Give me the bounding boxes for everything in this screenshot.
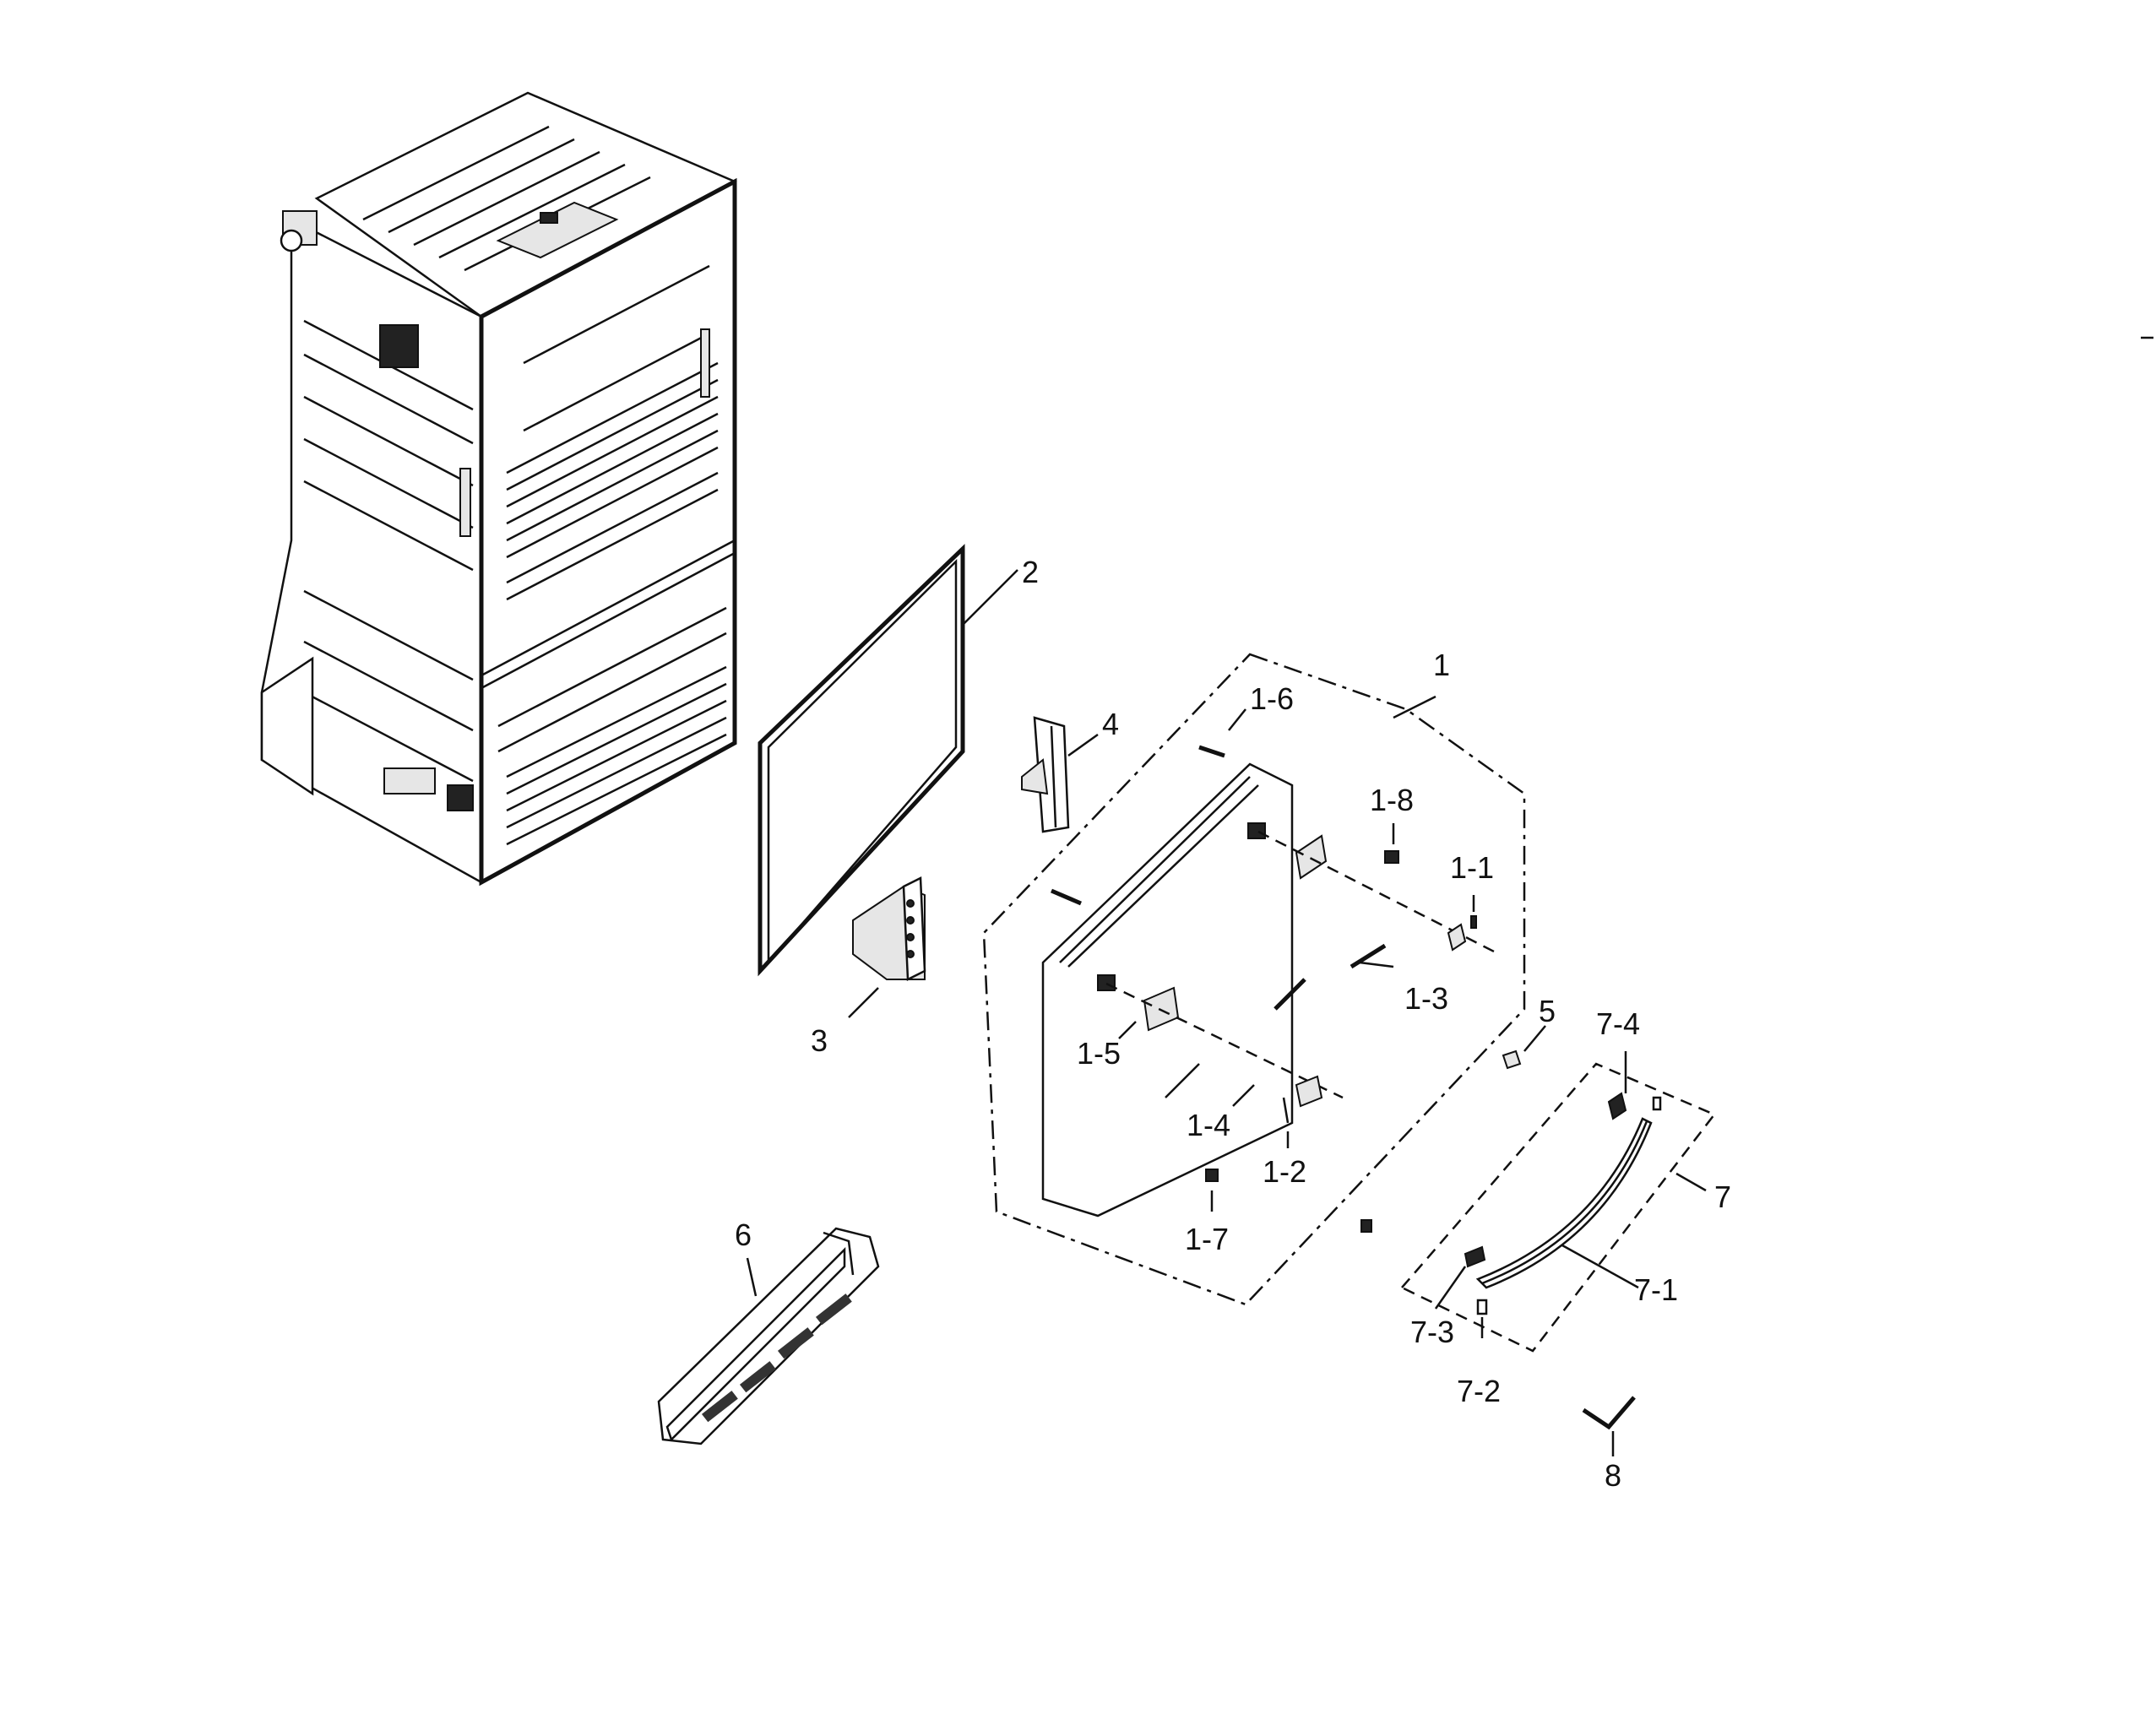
callout-7: 7 (1714, 1180, 1731, 1214)
refrigerator-cabinet (260, 91, 737, 887)
callout-1-4: 1-4 (1187, 1108, 1230, 1142)
callout-7-3: 7-3 (1410, 1315, 1454, 1349)
callout-6: 6 (735, 1218, 752, 1252)
bracket-part-3 (848, 876, 926, 1018)
callout-1-1: 1-1 (1450, 850, 1494, 885)
callout-1: 1 (1433, 648, 1450, 682)
handle-assembly-part-7 (1399, 1051, 1716, 1353)
key-part-8 (1582, 1396, 1636, 1456)
gasket-part-2 (758, 544, 1018, 977)
screw-small (1360, 1219, 1372, 1233)
callout-1-3: 1-3 (1404, 981, 1448, 1016)
callout-8: 8 (1605, 1458, 1621, 1493)
callout-1-5: 1-5 (1077, 1036, 1121, 1071)
callout-5: 5 (1539, 994, 1556, 1028)
callout-3: 3 (811, 1023, 828, 1058)
callout-7-4: 7-4 (1596, 1006, 1640, 1041)
callout-1-2: 1-2 (1263, 1154, 1306, 1189)
screw-part-5 (1502, 1025, 1546, 1070)
callout-4: 4 (1102, 707, 1119, 741)
callout-2: 2 (1022, 555, 1039, 589)
callout-7-2: 7-2 (1457, 1374, 1501, 1408)
hinge-part-4 (1021, 716, 1099, 833)
bin-part-6 (657, 1227, 880, 1445)
callout-1-8: 1-8 (1370, 783, 1414, 817)
callout-1-6: 1-6 (1250, 681, 1294, 716)
callout-7-1: 7-1 (1634, 1272, 1678, 1307)
door-assembly-part-1 (982, 653, 1526, 1306)
callout-1-7: 1-7 (1185, 1222, 1229, 1256)
